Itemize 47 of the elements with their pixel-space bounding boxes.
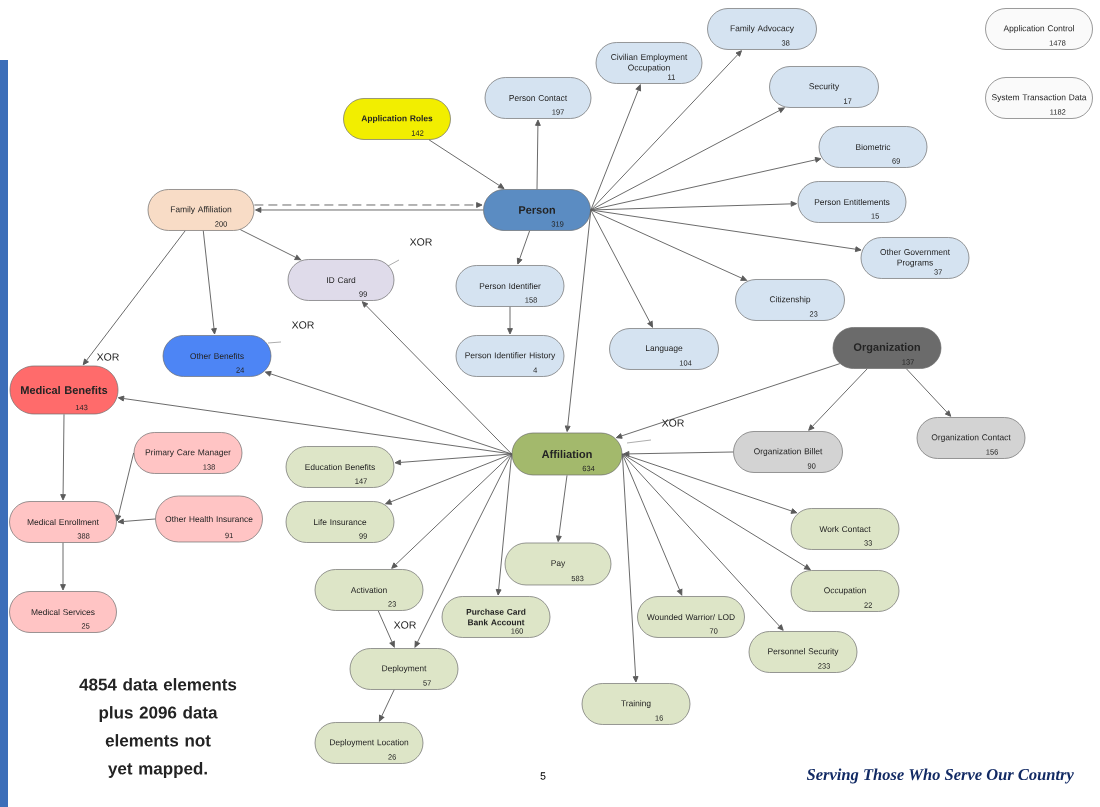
xor-label: XOR — [661, 419, 684, 427]
arrow — [590, 209, 653, 328]
xor-label: XOR — [291, 321, 314, 329]
arrow — [590, 50, 742, 211]
arrow — [516, 230, 531, 265]
arrow — [535, 119, 541, 190]
note-text: 4854 data elements plus 2096 data elements not yet mapped. — [79, 678, 237, 778]
arrow — [394, 453, 513, 466]
arrow — [590, 209, 862, 253]
arrow — [556, 474, 568, 542]
xor-label: XOR — [96, 353, 119, 361]
xor-label: XOR — [393, 621, 416, 629]
arrow — [495, 453, 513, 596]
arrow — [623, 451, 734, 457]
arrow — [621, 453, 683, 596]
arrow — [590, 107, 785, 211]
page-number: 5 — [540, 772, 546, 780]
arrow — [60, 542, 66, 591]
arrow — [255, 207, 484, 213]
slogan: Serving Those Who Serve Our Country — [806, 768, 1074, 784]
arrow — [590, 84, 642, 211]
arrow — [621, 453, 639, 683]
arrow — [391, 453, 513, 569]
arrow — [239, 229, 302, 261]
arrow — [621, 453, 784, 631]
arrow — [82, 230, 186, 366]
arrow — [621, 453, 798, 514]
arrow — [60, 413, 66, 501]
xor-label: XOR — [409, 238, 432, 246]
arrow — [808, 368, 868, 431]
arrow — [615, 363, 841, 439]
arrow — [590, 201, 798, 211]
arrow — [564, 209, 592, 432]
arrow — [428, 139, 505, 189]
arrow — [253, 202, 483, 208]
arrow — [385, 453, 513, 505]
arrow — [378, 689, 395, 722]
arrow — [115, 452, 135, 522]
arrow — [117, 518, 156, 525]
arrow — [361, 301, 513, 455]
arrow — [507, 306, 513, 335]
arrow — [906, 368, 952, 417]
arrow — [202, 230, 217, 335]
arrow — [590, 209, 748, 281]
arrow — [414, 453, 513, 648]
arrow — [377, 610, 395, 648]
arrow — [621, 453, 811, 570]
